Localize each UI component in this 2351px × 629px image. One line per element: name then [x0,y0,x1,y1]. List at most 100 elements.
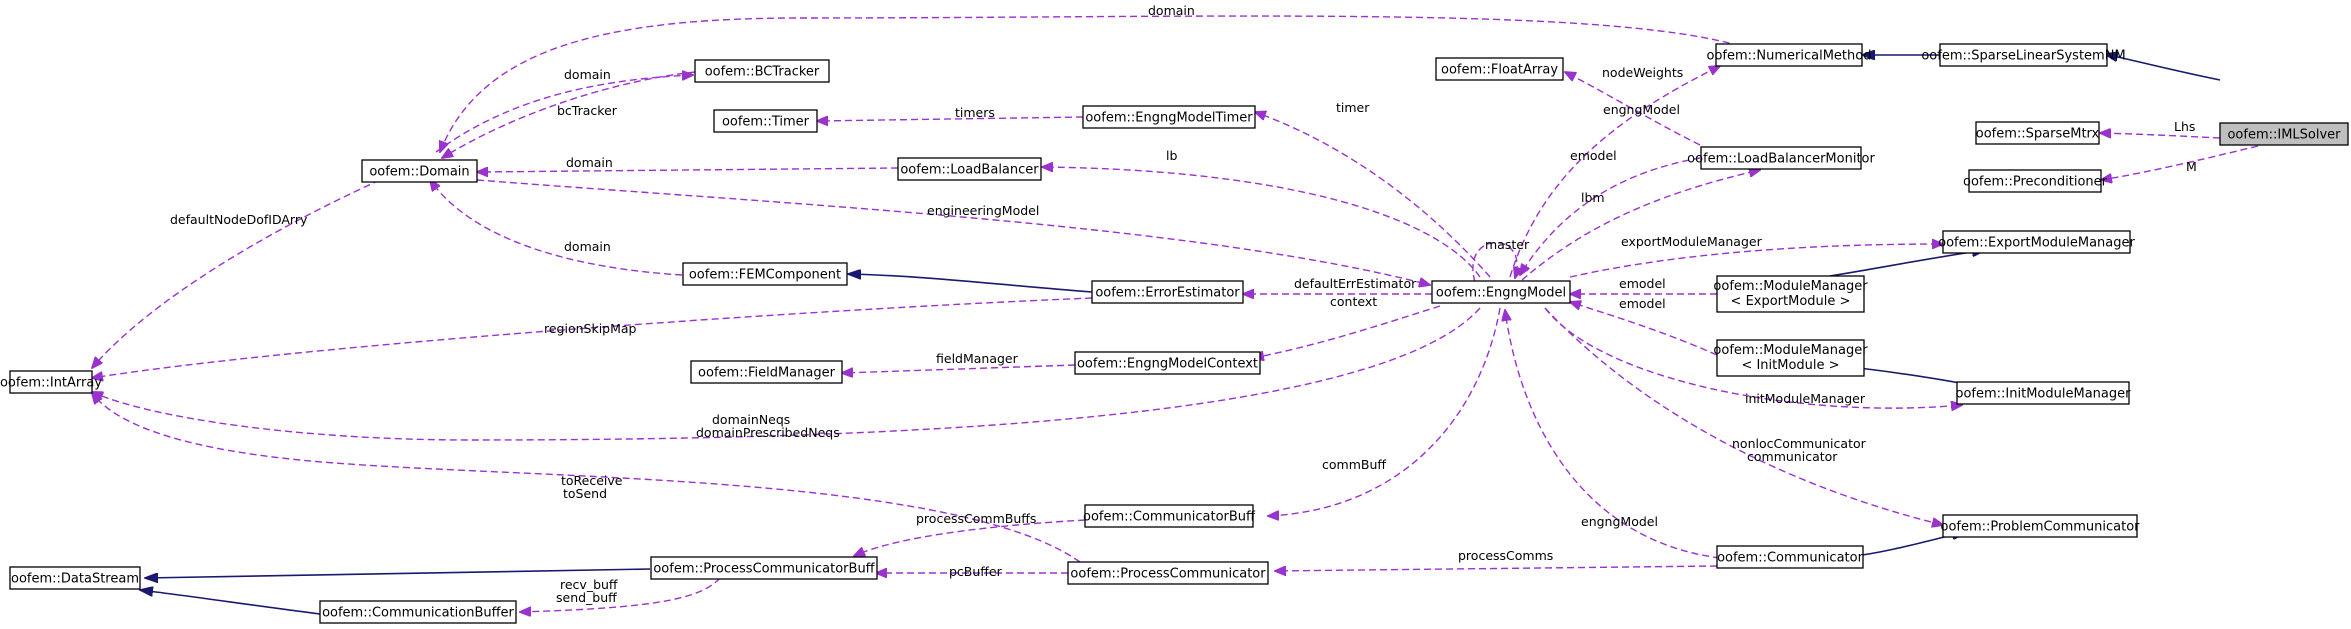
node-engngmodel[interactable]: oofem::EngngModel [1431,280,1571,304]
node-timer-label: oofem::Timer [722,115,810,130]
edge-label-region-skip-map: regionSkipMap [544,321,637,336]
edge-label-nonloc-communicator: nonlocCommunicator [1732,436,1867,451]
node-modulemanager-initmodule[interactable]: oofem::ModuleManager < InitModule > [1713,339,1868,377]
edge-communicator-processcommunicator [1275,565,1718,571]
node-sparsemtrx[interactable]: oofem::SparseMtrx [1975,121,2100,145]
edge-label-emodel-export: emodel [1619,276,1666,291]
node-floatarray[interactable]: oofem::FloatArray [1435,57,1564,81]
edge-label-m: M [2186,159,2197,174]
edge-communicationbuffer-datastream [140,590,321,615]
edge-label-lbm: lbm [1581,190,1605,205]
node-sparselinearsystemnm[interactable]: oofem::SparseLinearSystemNM [1921,43,2126,67]
edge-errorestimator-femcomponent [848,274,1093,293]
node-engngmodelcontext[interactable]: oofem::EngngModelContext [1074,351,1261,375]
node-modulemanager-exportmodule[interactable]: oofem::ModuleManager < ExportModule > [1713,275,1868,313]
edge-loadbalancer-domain [477,168,899,172]
node-modulemanager-initmodule-line2: < InitModule > [1741,358,1839,373]
edge-label-init-module-manager: initModuleManager [1745,391,1866,406]
edge-engngmodel-master-loop [1472,241,1517,283]
edge-label-export-module-manager: exportModuleManager [1621,234,1763,249]
node-fieldmanager-label: oofem::FieldManager [698,366,836,381]
edge-label-domain-top: domain [1148,3,1195,18]
node-engngmodeltimer[interactable]: oofem::EngngModelTimer [1082,105,1256,129]
edge-label-to-receive: toReceive [561,473,623,488]
node-processcommunicator[interactable]: oofem::ProcessCommunicator [1067,561,1269,585]
node-communicationbuffer[interactable]: oofem::CommunicationBuffer [319,600,517,624]
edge-engngmodeltimer-timer [817,117,1084,121]
edge-label-domain-bctracker: domain [564,67,611,82]
edge-processcommunicator-intarray [92,393,1081,563]
node-exportmodulemanager[interactable]: oofem::ExportModuleManager [1938,230,2136,254]
node-communicationbuffer-label: oofem::CommunicationBuffer [322,606,514,621]
edge-label-master: master [1485,237,1530,252]
node-initmodulemanager-label: oofem::InitModuleManager [1956,387,2132,402]
edge-loadbalancermonitor-floatarray [1565,72,1701,146]
edge-numericalmethod-domain [440,15,1741,152]
node-timer[interactable]: oofem::Timer [713,109,818,133]
node-sparselinearsystemnm-label: oofem::SparseLinearSystemNM [1921,49,2125,64]
edge-processcommunicatorbuff-communicationbuffer [520,577,721,612]
node-floatarray-label: oofem::FloatArray [1441,63,1558,78]
node-loadbalancer[interactable]: oofem::LoadBalancer [897,157,1042,181]
node-domain-label: oofem::Domain [369,165,469,180]
edge-engngmodel-engngmodelcontext [1253,305,1441,358]
node-datastream[interactable]: oofem::DataStream [9,566,141,590]
node-communicator[interactable]: oofem::Communicator [1716,545,1864,569]
node-preconditioner[interactable]: oofem::Preconditioner [1963,169,2108,193]
edge-label-emodel-lbm: emodel [1570,148,1617,163]
edge-label-process-comms: processComms [1458,548,1553,563]
edge-loadbalancermonitor-engngmodel [1520,157,1701,275]
edge-label-lb: lb [1166,148,1177,163]
node-problemcommunicator[interactable]: oofem::ProblemCommunicator [1940,514,2140,538]
edge-label-domain-fem: domain [564,239,611,254]
edge-imlsolver-sparselinearsystemnm [2105,54,2221,81]
edge-engngmodel-initmodulemanager [1544,307,1962,408]
node-modulemanager-exportmodule-line1: oofem::ModuleManager [1713,279,1868,294]
edge-label-emodel-init: emodel [1619,296,1666,311]
node-imlsolver-label: oofem::IMLSolver [2227,128,2341,143]
node-processcommunicatorbuff-label: oofem::ProcessCommunicatorBuff [653,562,875,577]
node-bctracker[interactable]: oofem::BCTracker [694,59,830,83]
edge-domain-bctracker [435,75,693,153]
edge-engngmodel-problemcommunicator [1544,307,1943,525]
node-numericalmethod-label: oofem::NumericalMethod [1707,49,1872,64]
node-imlsolver[interactable]: oofem::IMLSolver [2219,122,2349,146]
edge-label-default-nodedof: defaultNodeDofIDArry [170,212,308,227]
node-sparsemtrx-label: oofem::SparseMtrx [1976,127,2100,142]
edge-label-process-comm-buffs: processCommBuffs [916,511,1036,526]
node-loadbalancermonitor[interactable]: oofem::LoadBalancerMonitor [1687,146,1876,170]
edge-imlsolver-sparsemtrx [2100,133,2221,139]
node-numericalmethod[interactable]: oofem::NumericalMethod [1707,43,1872,67]
edge-label-engng-model-nm: engngModel [1603,102,1680,117]
node-loadbalancer-label: oofem::LoadBalancer [900,163,1039,178]
node-fieldmanager[interactable]: oofem::FieldManager [690,360,843,384]
edge-communicatorbuff-processcommunicatorbuff [854,519,1086,556]
node-communicatorbuff[interactable]: oofem::CommunicatorBuff [1083,504,1256,528]
edge-label-timers: timers [955,105,995,120]
edge-processcommunicatorbuff-datastream [145,568,651,578]
node-engngmodelcontext-label: oofem::EngngModelContext [1077,357,1258,372]
edge-engngmodel-intarray [92,307,1481,441]
node-domain[interactable]: oofem::Domain [361,159,478,183]
node-intarray-label: oofem::IntArray [0,376,102,391]
edge-errorestimator-intarray [92,297,1093,378]
edge-label-communicator: communicator [1747,449,1838,464]
edge-domain-intarray [92,179,381,368]
edge-label-field-manager: fieldManager [936,351,1019,366]
edge-label-recv-buff: recv_buff [560,577,618,592]
node-processcommunicator-label: oofem::ProcessCommunicator [1070,567,1266,582]
edge-imlsolver-preconditioner [2101,145,2259,180]
node-initmodulemanager[interactable]: oofem::InitModuleManager [1956,381,2132,405]
node-communicator-label: oofem::Communicator [1717,551,1864,566]
node-processcommunicatorbuff[interactable]: oofem::ProcessCommunicatorBuff [650,556,878,580]
edge-engngmodel-loadbalancer [1042,167,1481,278]
node-femcomponent[interactable]: oofem::FEMComponent [682,262,848,286]
node-errorestimator[interactable]: oofem::ErrorEstimator [1091,280,1244,304]
edge-label-send-buff: send_buff [556,590,617,605]
node-intarray[interactable]: oofem::IntArray [0,370,102,394]
edge-label-engineering-model: engineeringModel [927,203,1039,218]
edge-label-domain-lb: domain [566,155,613,170]
node-exportmodulemanager-label: oofem::ExportModuleManager [1938,236,2135,251]
edge-label-domain-neqs: domainNeqs [712,412,790,427]
